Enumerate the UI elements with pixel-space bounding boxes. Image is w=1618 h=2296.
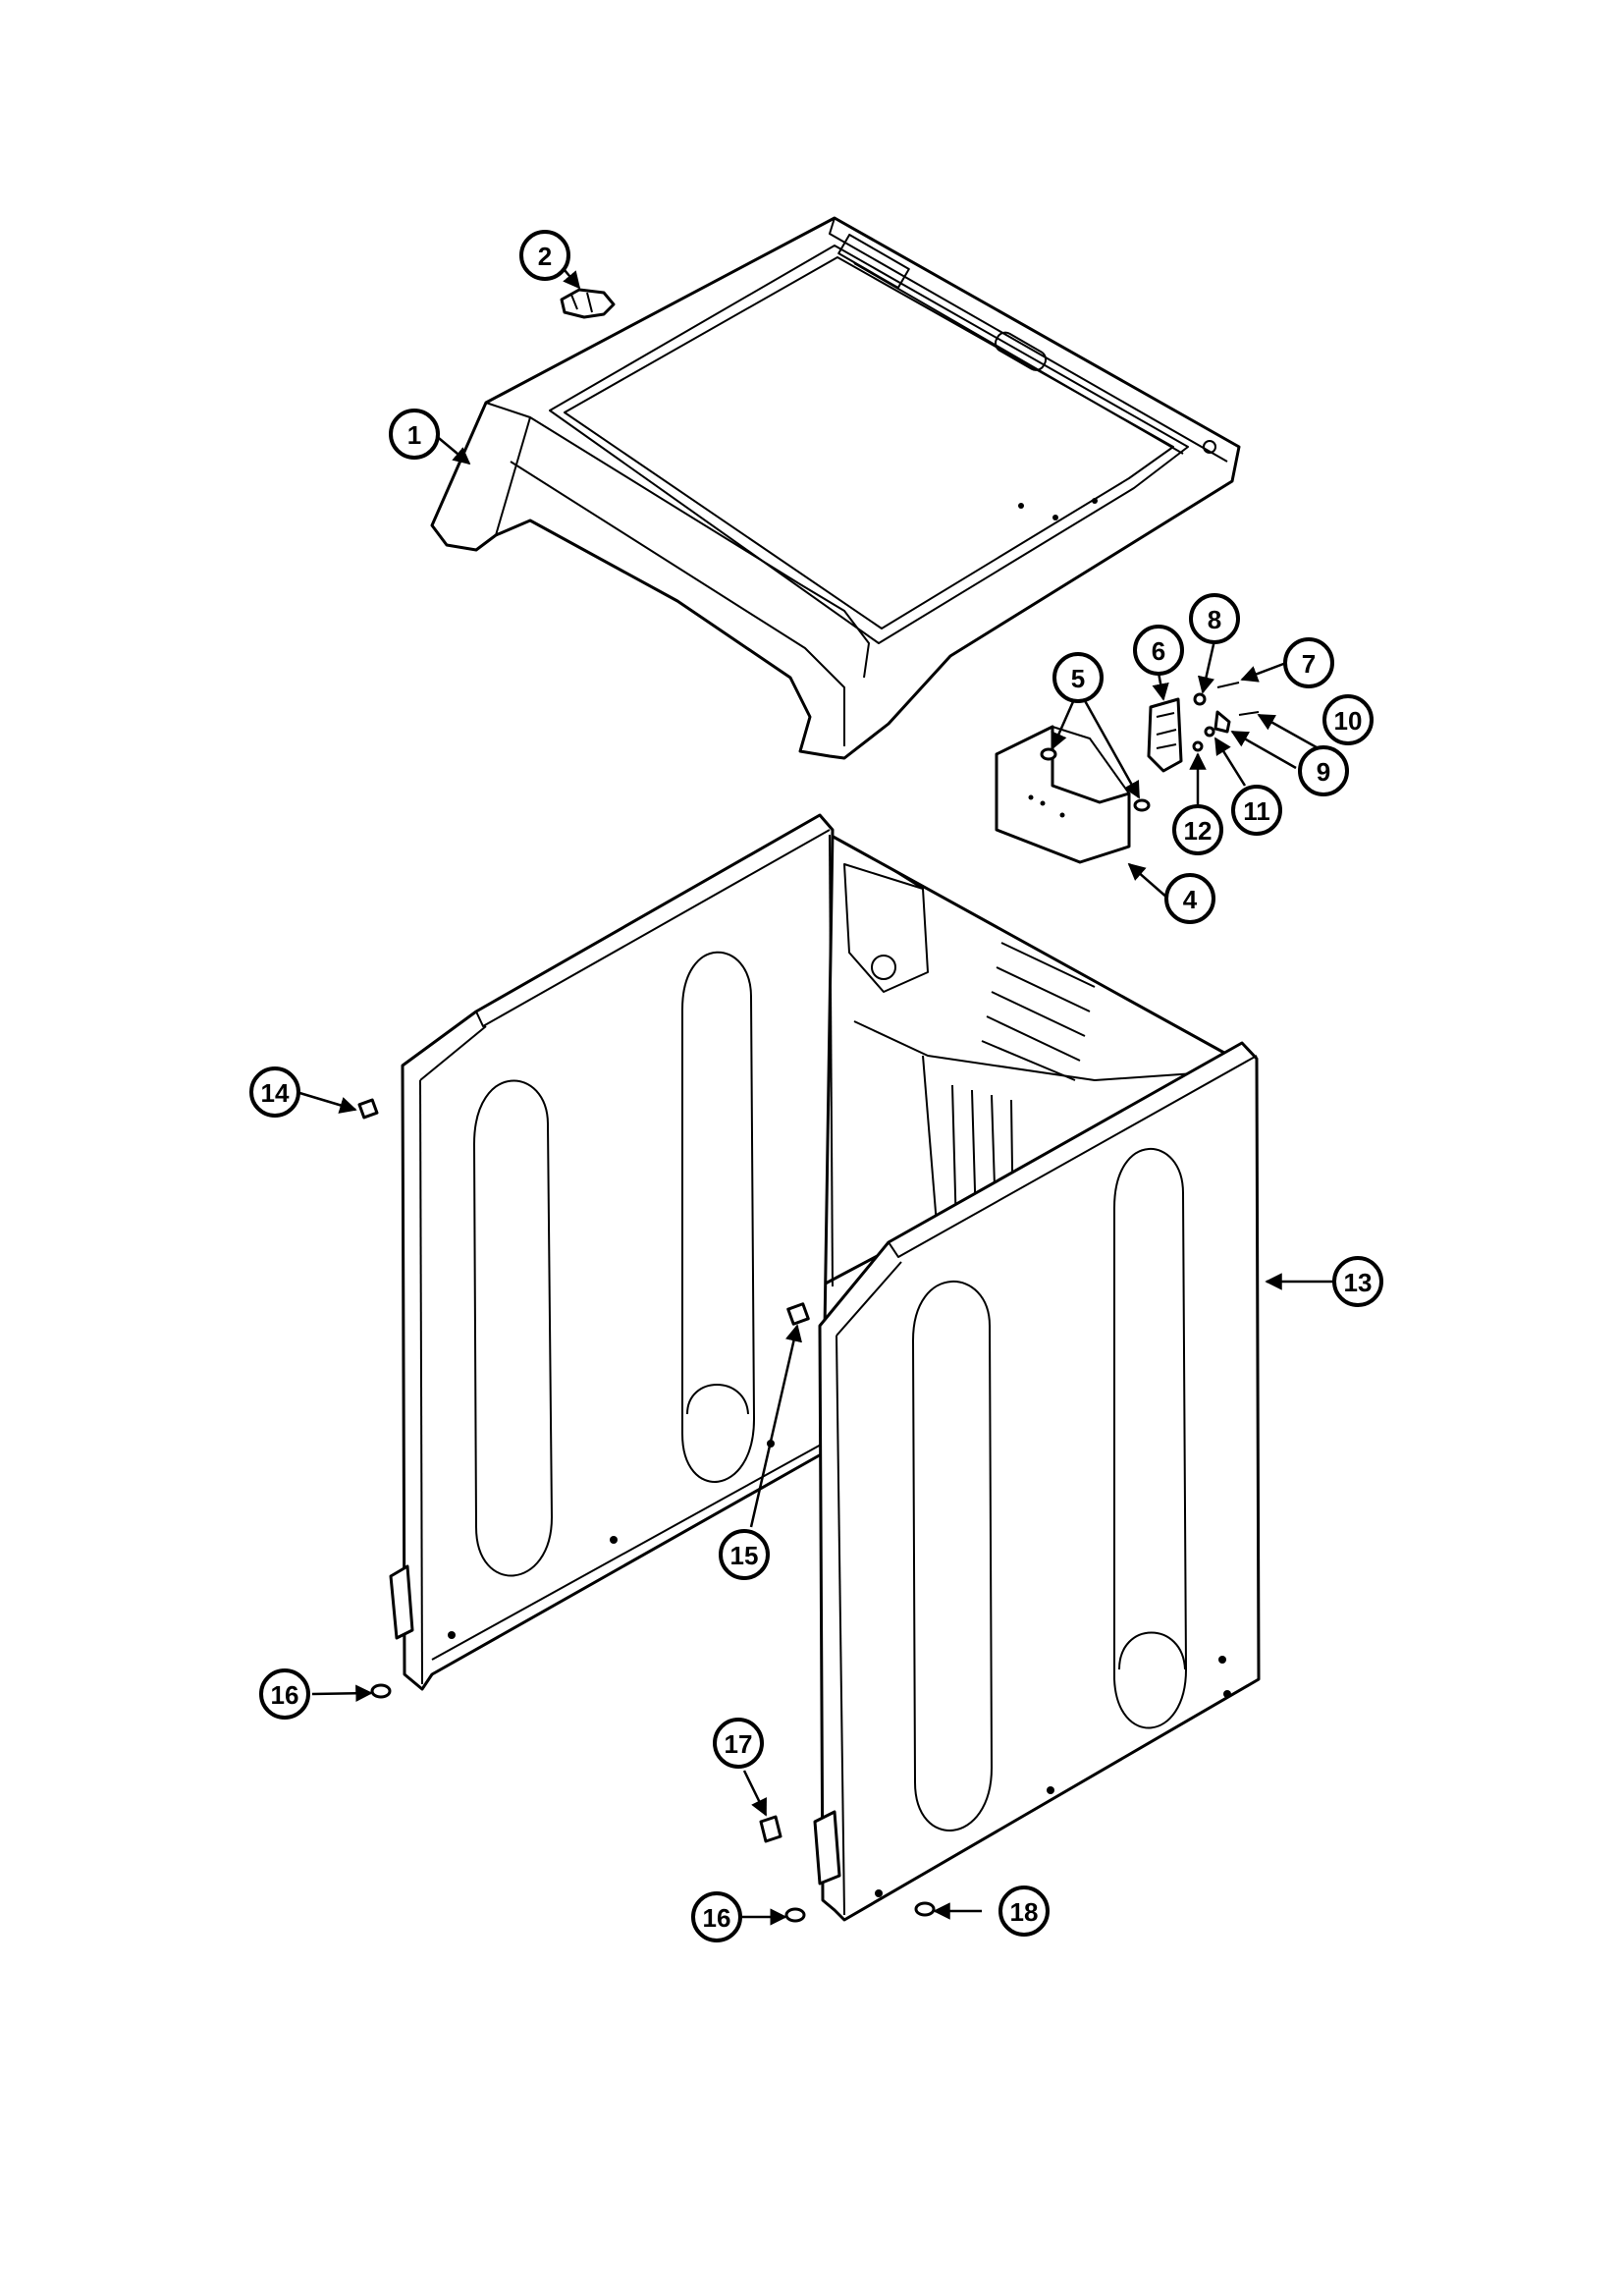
callout-17: 17 [713,1718,764,1769]
top-cover [430,216,1241,760]
svg-text:5: 5 [1071,664,1085,693]
callout-7: 7 [1283,637,1334,688]
callout-1: 1 [389,409,440,460]
svg-text:6: 6 [1152,636,1165,666]
callout-18: 18 [998,1886,1050,1937]
svg-text:18: 18 [1010,1897,1039,1927]
svg-text:4: 4 [1183,885,1198,914]
cover-clip [560,288,616,319]
svg-text:16: 16 [703,1903,731,1933]
callout-5: 5 [1052,652,1104,703]
svg-text:10: 10 [1334,706,1363,736]
mounting-bracket [995,725,1131,864]
svg-text:17: 17 [725,1729,753,1759]
svg-text:16: 16 [271,1680,299,1710]
terminal-block [1147,697,1183,773]
small-fasteners [357,1098,936,1923]
svg-text:15: 15 [730,1541,759,1570]
svg-text:7: 7 [1302,649,1316,679]
callout-9: 9 [1298,745,1349,796]
bracket-screws [1040,747,1151,812]
svg-text:9: 9 [1317,757,1330,787]
svg-text:1: 1 [407,420,421,450]
svg-text:13: 13 [1344,1268,1373,1297]
callout-4: 4 [1164,873,1215,924]
callout-10: 10 [1322,694,1374,745]
callout-6: 6 [1133,625,1184,676]
svg-text:14: 14 [261,1078,290,1108]
svg-text:12: 12 [1184,816,1213,846]
callout-2: 2 [519,230,570,281]
svg-text:11: 11 [1243,796,1270,826]
callout-11: 11 [1231,785,1282,836]
callout-15: 15 [719,1529,770,1580]
callout-16-lower: 16 [691,1891,742,1942]
callout-13: 13 [1332,1256,1383,1307]
terminal-hardware [1192,682,1260,752]
svg-text:8: 8 [1208,605,1221,634]
callout-14: 14 [249,1066,300,1118]
leader-lines [296,269,1335,1926]
callout-16-upper: 16 [259,1668,310,1720]
svg-text:2: 2 [538,242,552,271]
callout-12: 12 [1172,804,1223,855]
cabinet [389,813,1261,1922]
callout-8: 8 [1189,593,1240,644]
